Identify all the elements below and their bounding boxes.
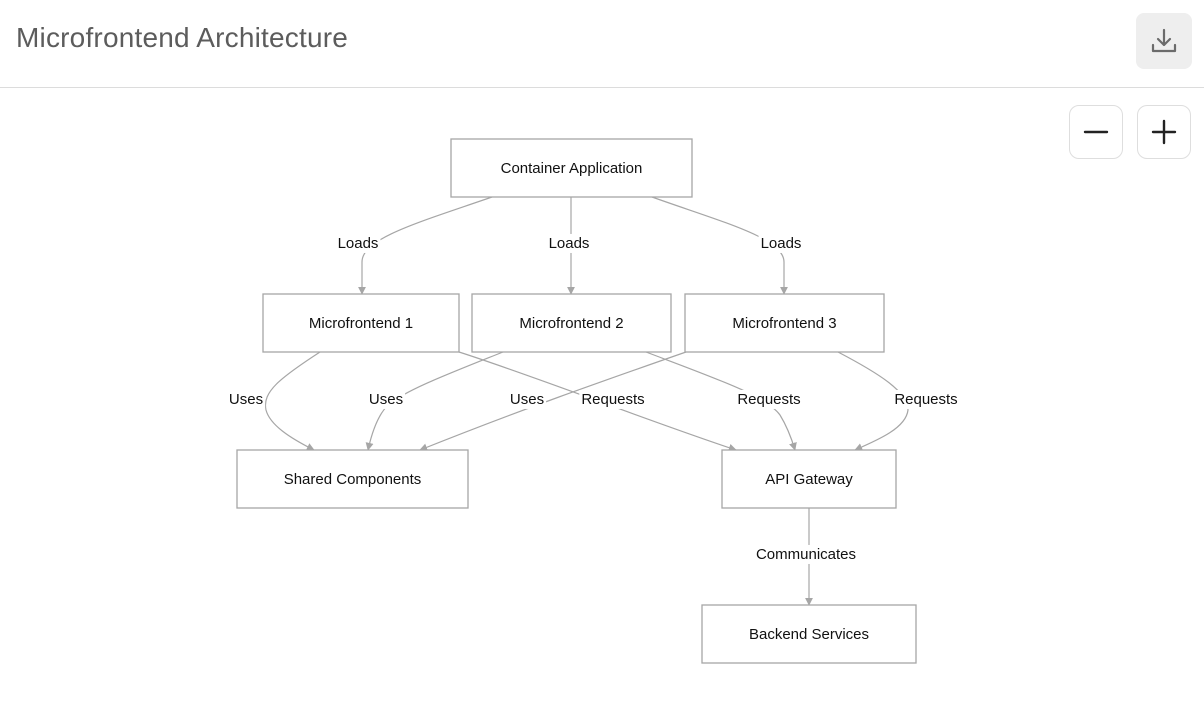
page-title: Microfrontend Architecture xyxy=(16,22,349,53)
edge-label-background xyxy=(892,389,960,409)
download-button[interactable] xyxy=(1136,13,1192,69)
edge-mf3-to-shared xyxy=(419,351,687,452)
edge-label-background xyxy=(546,233,592,253)
minus-icon xyxy=(1083,130,1109,134)
node-box-gateway xyxy=(721,449,897,509)
node-mf2[interactable]: Microfrontend 2 xyxy=(471,293,672,353)
edge-label-background xyxy=(735,389,803,409)
node-label-container: Container Application xyxy=(501,160,643,177)
edge-label-background xyxy=(579,389,647,409)
node-box-shared xyxy=(236,449,469,509)
edge-container-to-mf1 xyxy=(358,196,493,295)
node-box-container xyxy=(450,138,693,198)
edge-label-background xyxy=(507,389,547,409)
edge-label-container-to-mf2: Loads xyxy=(549,235,590,252)
node-label-mf2: Microfrontend 2 xyxy=(519,315,623,332)
node-box-mf1 xyxy=(262,293,460,353)
edge-label-container-to-mf1: Loads xyxy=(338,235,379,252)
edge-label-background xyxy=(758,233,804,253)
edge-label-mf1-to-shared: Uses xyxy=(229,391,263,408)
node-container[interactable]: Container Application xyxy=(450,138,693,198)
node-label-mf1: Microfrontend 1 xyxy=(309,315,413,332)
node-label-shared: Shared Components xyxy=(284,471,422,488)
edge-container-to-mf3 xyxy=(651,196,788,295)
zoom-out-button[interactable] xyxy=(1069,105,1123,159)
download-icon xyxy=(1151,28,1177,53)
node-box-backend xyxy=(701,604,917,664)
edge-label-background xyxy=(753,544,859,564)
plus-icon xyxy=(1151,119,1177,145)
node-mf1[interactable]: Microfrontend 1 xyxy=(262,293,460,353)
node-mf3[interactable]: Microfrontend 3 xyxy=(684,293,885,353)
header-bar: Microfrontend Architecture xyxy=(0,0,1204,88)
edge-label-mf3-to-shared: Uses xyxy=(510,391,544,408)
edge-mf2-to-gateway xyxy=(645,351,797,451)
node-box-mf2 xyxy=(471,293,672,353)
edge-mf1-to-shared xyxy=(264,351,321,451)
edge-label-background xyxy=(335,233,381,253)
node-shared[interactable]: Shared Components xyxy=(236,449,469,509)
node-label-gateway: API Gateway xyxy=(765,471,853,488)
node-box-mf3 xyxy=(684,293,885,353)
edge-label-background xyxy=(366,389,406,409)
edge-label-mf1-to-gateway: Requests xyxy=(581,391,644,408)
edge-mf3-to-gateway xyxy=(837,351,909,451)
node-backend[interactable]: Backend Services xyxy=(701,604,917,664)
edge-label-mf2-to-shared: Uses xyxy=(369,391,403,408)
edge-mf1-to-gateway xyxy=(458,351,737,452)
edge-label-container-to-mf3: Loads xyxy=(761,235,802,252)
node-gateway[interactable]: API Gateway xyxy=(721,449,897,509)
edge-mf2-to-shared xyxy=(365,351,504,451)
edge-label-background xyxy=(226,389,266,409)
zoom-in-button[interactable] xyxy=(1137,105,1191,159)
edge-label-gateway-to-backend: Communicates xyxy=(756,546,856,563)
node-label-backend: Backend Services xyxy=(749,626,869,643)
edge-label-mf3-to-gateway: Requests xyxy=(894,391,957,408)
edge-label-mf2-to-gateway: Requests xyxy=(737,391,800,408)
node-label-mf3: Microfrontend 3 xyxy=(732,315,836,332)
